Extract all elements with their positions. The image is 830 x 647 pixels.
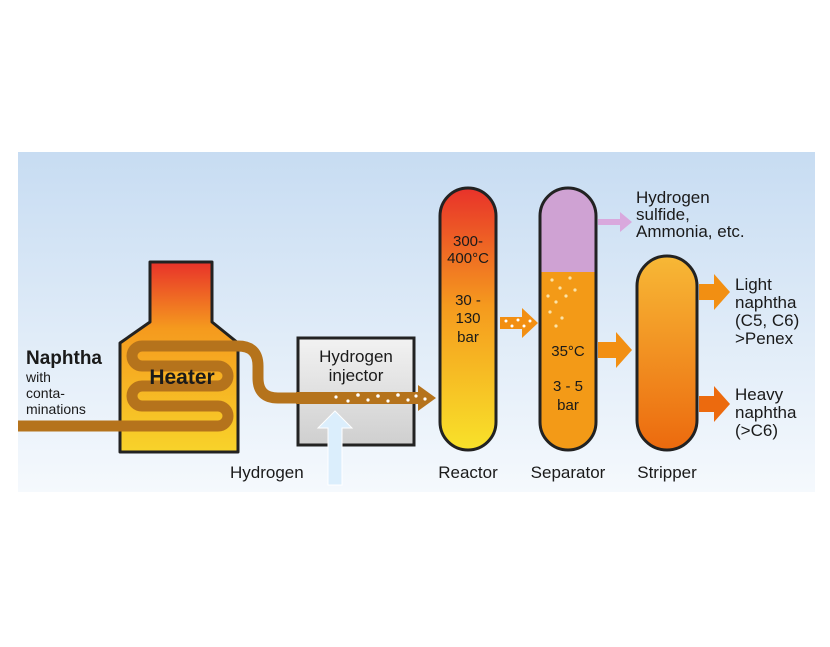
separator-temp: 35°C bbox=[551, 343, 585, 360]
naphtha-title: Naphtha bbox=[26, 348, 102, 369]
stripper-vessel bbox=[635, 254, 699, 452]
gas-output-line: Ammonia, etc. bbox=[636, 222, 745, 241]
stripper-label: Stripper bbox=[637, 463, 697, 482]
separator: 35°C 3 - 5 bar Separator bbox=[531, 186, 606, 482]
light-naphtha-line: naphtha bbox=[735, 293, 797, 312]
injector-box bbox=[296, 336, 416, 447]
separator-to-stripper-arrow bbox=[598, 332, 632, 368]
light-naphtha-line: >Penex bbox=[735, 329, 794, 348]
light-naphtha-line: Light bbox=[735, 275, 772, 294]
reactor-vessel bbox=[438, 186, 498, 452]
hydrogen-bubbles bbox=[334, 393, 427, 403]
heavy-naphtha-line: Heavy bbox=[735, 385, 784, 404]
reactor-temp: 400°C bbox=[447, 250, 489, 267]
naphtha-input: Naphtha with conta- minations bbox=[25, 348, 102, 417]
hydrogen-input-arrow bbox=[316, 410, 354, 486]
naphtha-desc-line: minations bbox=[26, 401, 86, 417]
reactor-pressure: bar bbox=[457, 329, 479, 346]
separator-liquid-phase bbox=[540, 272, 596, 450]
injector-label-line: injector bbox=[329, 366, 384, 385]
gas-output-line: sulfide, bbox=[636, 205, 690, 224]
separator-vessel bbox=[538, 186, 598, 452]
heavy-naphtha-line: naphtha bbox=[735, 403, 797, 422]
separator-bubbles bbox=[546, 276, 577, 328]
light-naphtha-label: Light naphtha (C5, C6) >Penex bbox=[735, 275, 799, 348]
reactor-label: Reactor bbox=[438, 463, 498, 482]
separator-label: Separator bbox=[531, 463, 606, 482]
reactor: 300- 400°C 30 - 130 bar Reactor bbox=[438, 186, 498, 482]
hydrogen-injector: Hydrogen injector Hydrogen bbox=[230, 336, 436, 486]
naphtha-desc-line: conta- bbox=[26, 385, 65, 401]
stripper: Stripper bbox=[635, 254, 699, 482]
heavy-naphtha-line: (>C6) bbox=[735, 421, 778, 440]
hydrogen-input-label: Hydrogen bbox=[230, 463, 304, 482]
injector-flow-arrow bbox=[296, 385, 436, 411]
light-naphtha-arrow bbox=[699, 274, 730, 310]
reactor-to-separator-arrow bbox=[500, 308, 538, 338]
heater-label: Heater bbox=[149, 366, 214, 389]
gas-output-arrow bbox=[598, 212, 632, 232]
heavy-naphtha-arrow bbox=[699, 386, 730, 422]
reactor-pressure: 30 - bbox=[455, 292, 481, 309]
heater: Heater bbox=[18, 260, 300, 454]
light-naphtha-line: (C5, C6) bbox=[735, 311, 799, 330]
separator-gas-phase bbox=[540, 188, 596, 272]
gas-output-label: Hydrogen sulfide, Ammonia, etc. bbox=[636, 188, 745, 241]
heavy-naphtha-label: Heavy naphtha (>C6) bbox=[735, 385, 797, 440]
naphtha-desc-line: with bbox=[25, 369, 51, 385]
separator-pressure: bar bbox=[557, 397, 579, 414]
heater-coil-pipe bbox=[18, 340, 300, 432]
reactor-pressure: 130 bbox=[455, 310, 480, 327]
gas-output-line: Hydrogen bbox=[636, 188, 710, 207]
reactor-temp: 300- bbox=[453, 233, 483, 250]
injector-label-line: Hydrogen bbox=[319, 347, 393, 366]
separator-pressure: 3 - 5 bbox=[553, 378, 583, 395]
